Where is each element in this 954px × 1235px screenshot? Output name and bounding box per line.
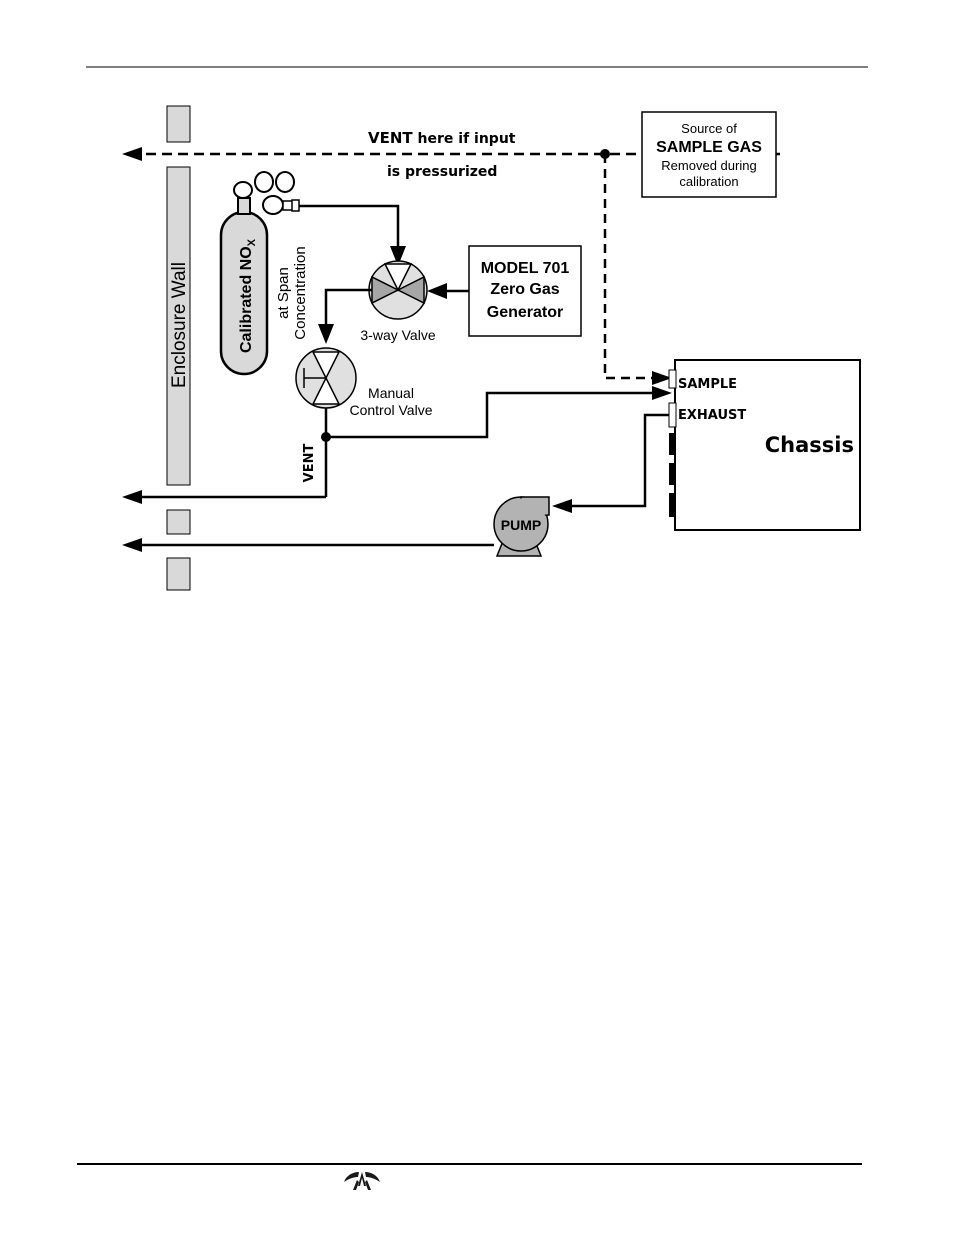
exhaust-to-pump-line	[565, 415, 669, 506]
cylinder-side-line1: at Span	[275, 267, 292, 319]
zero-gas-line3: Generator	[487, 304, 563, 321]
valve-to-manual-arrow	[318, 324, 334, 344]
enclosure-wall-label: Enclosure Wall	[169, 262, 190, 388]
cylinder-side-line2: Concentration	[292, 246, 309, 339]
vent-arrow-top	[122, 147, 142, 161]
exhaust-to-pump-arrow	[552, 499, 572, 513]
manual-valve-line2: Control Valve	[349, 402, 432, 418]
cylinder-to-valve-line	[299, 206, 398, 252]
sample-source-line3: Removed during	[661, 158, 756, 173]
zero-gas-line2: Zero Gas	[490, 281, 559, 298]
manual-valve-line1: Manual	[368, 385, 414, 401]
three-way-valve-label: 3-way Valve	[360, 327, 435, 343]
sample-source-line2: SAMPLE GAS	[656, 139, 762, 156]
sample-port	[669, 370, 676, 388]
chassis-port-sample-label: SAMPLE	[678, 377, 737, 392]
vent-top-text: VENT here if input	[368, 129, 516, 147]
company-logo	[344, 1172, 380, 1190]
vent-label: VENT	[302, 444, 317, 483]
zero-gas-line1: MODEL 701	[481, 260, 570, 277]
manual-control-valve	[296, 348, 356, 408]
chassis-port-exhaust-label: EXHAUST	[678, 408, 746, 423]
vent-arrow-bottom	[122, 490, 142, 504]
chassis-port-5	[669, 493, 675, 517]
chassis-port-4	[669, 463, 675, 485]
pump-exhaust-arrow	[122, 538, 142, 552]
vent-top-text-line2: is pressurized	[387, 164, 497, 180]
chassis-title: Chassis	[765, 433, 854, 457]
pump-label: PUMP	[501, 517, 541, 533]
zero-gas-to-valve-arrow	[427, 283, 447, 299]
chassis-port-3	[669, 433, 675, 455]
three-way-valve	[369, 261, 427, 319]
sample-source-line1: Source of	[681, 121, 737, 136]
exhaust-port	[669, 403, 676, 427]
sample-source-line4: calibration	[679, 174, 738, 189]
